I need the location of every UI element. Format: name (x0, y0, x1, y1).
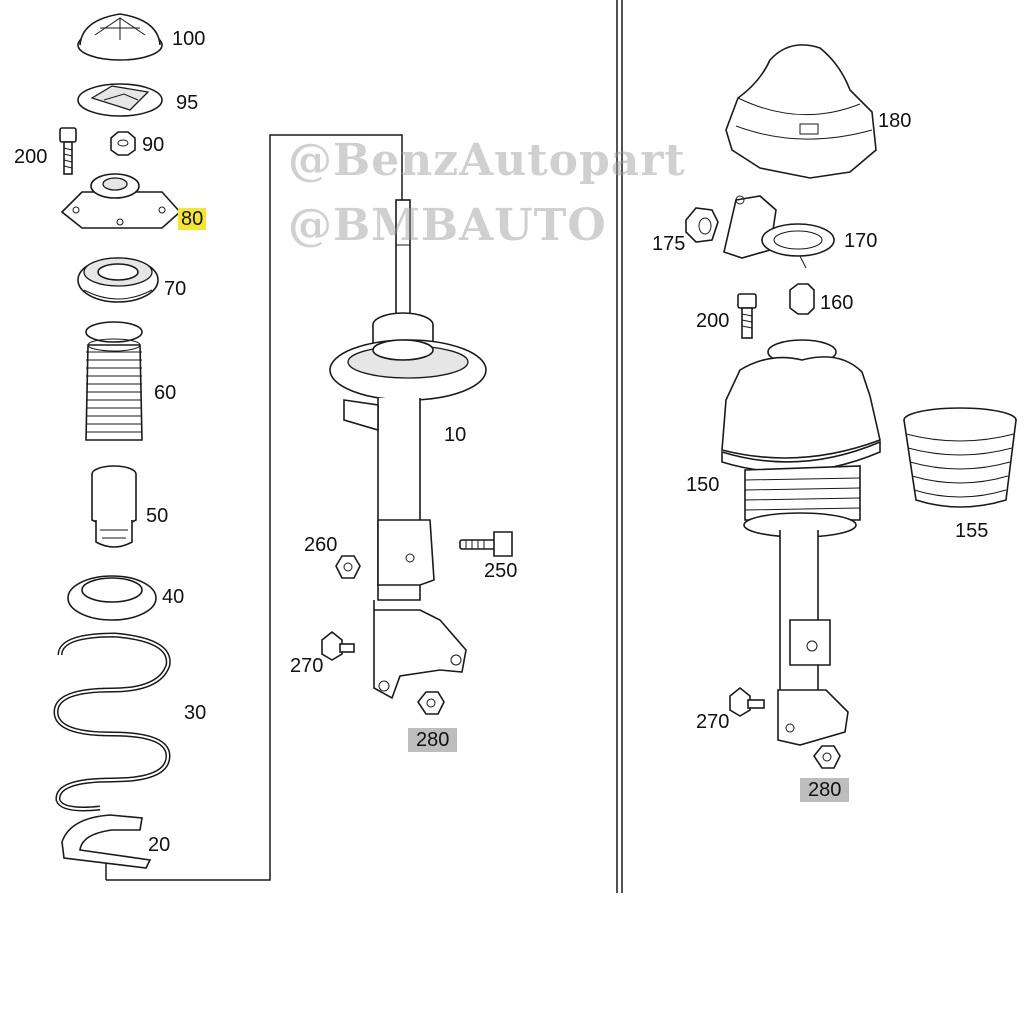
label-280-middle: 280 (408, 728, 458, 752)
label-170: 170 (844, 230, 878, 252)
part-280-nut-middle (417, 691, 445, 715)
part-155-bellows (903, 407, 1017, 508)
label-270-middle: 270 (290, 655, 324, 677)
label-150: 150 (686, 474, 720, 496)
label-200-left: 200 (14, 146, 48, 168)
label-180: 180 (878, 110, 912, 132)
part-280-nut-right (813, 745, 841, 769)
label-155: 155 (955, 520, 989, 542)
part-80-strut-mount (60, 173, 182, 229)
label-50: 50 (146, 505, 169, 527)
part-250-bolt (459, 531, 513, 557)
label-80: 80 (178, 208, 207, 230)
part-170-bracket (723, 195, 835, 269)
part-270-bolt-right (729, 686, 765, 717)
part-90-nut (110, 131, 136, 156)
label-30: 30 (184, 702, 207, 724)
part-95-isolator (77, 83, 163, 117)
part-200-bolt-right (737, 293, 757, 339)
part-20-lower-seat (61, 814, 152, 869)
label-90: 90 (142, 134, 165, 156)
part-60-dust-boot (85, 321, 143, 441)
label-95: 95 (176, 92, 199, 114)
label-270-right: 270 (696, 711, 730, 733)
label-175: 175 (652, 233, 686, 255)
part-50-bump-stop (91, 465, 137, 548)
label-10: 10 (444, 424, 467, 446)
part-180-dome-cover (725, 44, 877, 179)
label-280-right: 280 (800, 778, 850, 802)
label-200-right: 200 (696, 310, 730, 332)
watermark-benzautopart: @BenzAutopart (288, 135, 686, 186)
assembly-bracket-lines (105, 0, 623, 893)
label-40: 40 (162, 586, 185, 608)
part-100-top-cap (77, 13, 163, 61)
part-160-nut-right (789, 283, 815, 315)
part-260-nut (335, 555, 361, 579)
label-250: 250 (484, 560, 518, 582)
part-175-nut (685, 207, 719, 243)
part-30-coil-spring (53, 632, 171, 812)
label-160: 160 (820, 292, 854, 314)
part-200-bolt-left (59, 127, 77, 175)
label-20: 20 (148, 834, 171, 856)
label-60: 60 (154, 382, 177, 404)
part-270-bolt-middle (321, 630, 355, 661)
part-70-bearing (77, 257, 159, 303)
part-150-air-strut (721, 339, 881, 746)
label-70: 70 (164, 278, 187, 300)
watermark-bmbauto: @BMBAUTO (288, 200, 607, 251)
part-40-spring-seat (67, 575, 157, 621)
label-260: 260 (304, 534, 338, 556)
label-100: 100 (172, 28, 206, 50)
part-10-strut (329, 199, 487, 700)
